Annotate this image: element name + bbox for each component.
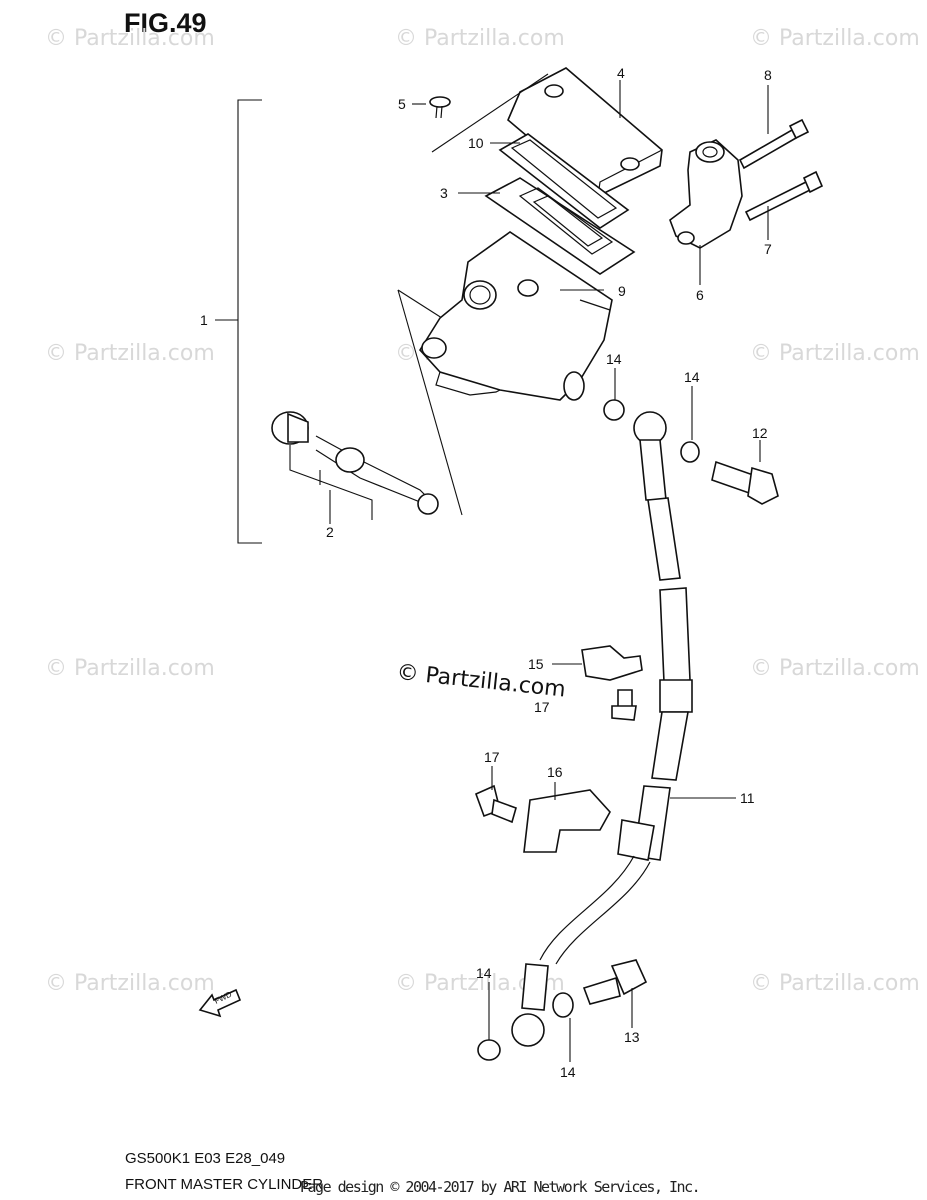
assembly-line (397, 289, 463, 516)
bolt-17-lower[interactable] (474, 784, 517, 824)
callout-14[interactable]: 14 (560, 1064, 576, 1080)
callout-17[interactable]: 17 (534, 699, 550, 715)
handlebar-clamp[interactable] (669, 139, 743, 249)
callout-5[interactable]: 5 (398, 96, 406, 112)
master-cylinder-body[interactable] (419, 231, 613, 401)
banjo-bolt-12[interactable] (711, 460, 779, 505)
washer-14[interactable] (477, 1039, 501, 1061)
washer-14[interactable] (552, 992, 574, 1018)
callout-4[interactable]: 4 (617, 65, 625, 81)
bolt-17-upper[interactable] (611, 689, 637, 721)
diaphragm[interactable] (484, 177, 636, 275)
reservoir-cap[interactable] (507, 67, 663, 197)
callout-10[interactable]: 10 (468, 135, 484, 151)
assembly-bracket (237, 99, 262, 544)
figure-name: FRONT MASTER CYLINDER (125, 1176, 324, 1193)
callout-7[interactable]: 7 (764, 241, 772, 257)
callout-16[interactable]: 16 (547, 764, 563, 780)
piston-set[interactable] (271, 411, 439, 520)
copyright-notice: Page design © 2004-2017 by ARI Network S… (300, 1178, 701, 1196)
callout-2[interactable]: 2 (326, 524, 334, 540)
reservoir-plate[interactable] (498, 133, 630, 229)
watermark-layer: © Partzilla.com © Partzilla.com © Partzi… (45, 26, 920, 996)
watermark-text: © Partzilla.com (750, 971, 920, 996)
callout-labels: 1 2 3 4 5 6 7 8 9 10 11 12 13 14 14 14 1… (200, 65, 772, 1080)
washer-14[interactable] (680, 441, 700, 463)
watermark-text: © Partzilla.com (45, 971, 215, 996)
callout-11[interactable]: 11 (740, 790, 755, 806)
hose-clamp-15[interactable] (581, 645, 643, 681)
banjo-bolt-13[interactable] (582, 959, 648, 1005)
assembly-line (431, 73, 549, 153)
washer-14[interactable] (603, 399, 625, 421)
watermark-text: © Partzilla.com (750, 26, 920, 51)
callout-6[interactable]: 6 (696, 287, 704, 303)
callout-14[interactable]: 14 (606, 351, 622, 367)
watermark-text: © Partzilla.com (45, 341, 215, 366)
figure-title: FIG.49 (124, 8, 207, 38)
brake-hose[interactable] (511, 411, 693, 1047)
callout-17[interactable]: 17 (484, 749, 500, 765)
watermark-text: © Partzilla.com (395, 26, 565, 51)
watermark-text: © Partzilla.com (750, 656, 920, 681)
hose-clamp-16[interactable] (523, 789, 611, 853)
callout-9[interactable]: 9 (618, 283, 626, 299)
forward-arrow-icon: FWD (198, 988, 242, 1018)
callout-3[interactable]: 3 (440, 185, 448, 201)
callout-13[interactable]: 13 (624, 1029, 640, 1045)
bolt-7[interactable] (744, 170, 824, 222)
watermark-text: © Partzilla.com (45, 656, 215, 681)
screw-5[interactable] (429, 96, 451, 119)
leader-lines (329, 80, 769, 1062)
figure-code: GS500K1 E03 E28_049 (125, 1150, 286, 1167)
callout-14[interactable]: 14 (684, 369, 700, 385)
callout-1[interactable]: 1 (200, 312, 208, 328)
callout-12[interactable]: 12 (752, 425, 768, 441)
callout-15[interactable]: 15 (528, 656, 544, 672)
callout-14[interactable]: 14 (476, 965, 492, 981)
bolt-8[interactable] (738, 118, 810, 170)
watermark-text: © Partzilla.com (750, 341, 920, 366)
watermark-text: © Partzilla.com (45, 26, 215, 51)
callout-8[interactable]: 8 (764, 67, 772, 83)
